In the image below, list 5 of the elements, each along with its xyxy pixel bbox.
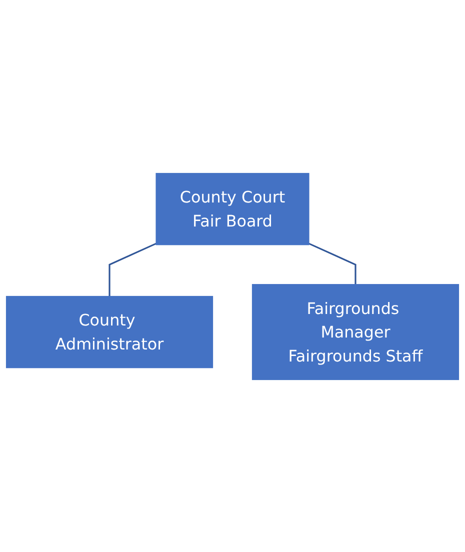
connector bbox=[308, 242, 356, 284]
connector bbox=[108, 242, 156, 296]
node-box: County Court Fair Board bbox=[156, 172, 310, 245]
node-box: Fairgrounds Manager Fairgrounds Staff bbox=[252, 284, 460, 380]
node-box: County Administrator bbox=[6, 295, 214, 368]
